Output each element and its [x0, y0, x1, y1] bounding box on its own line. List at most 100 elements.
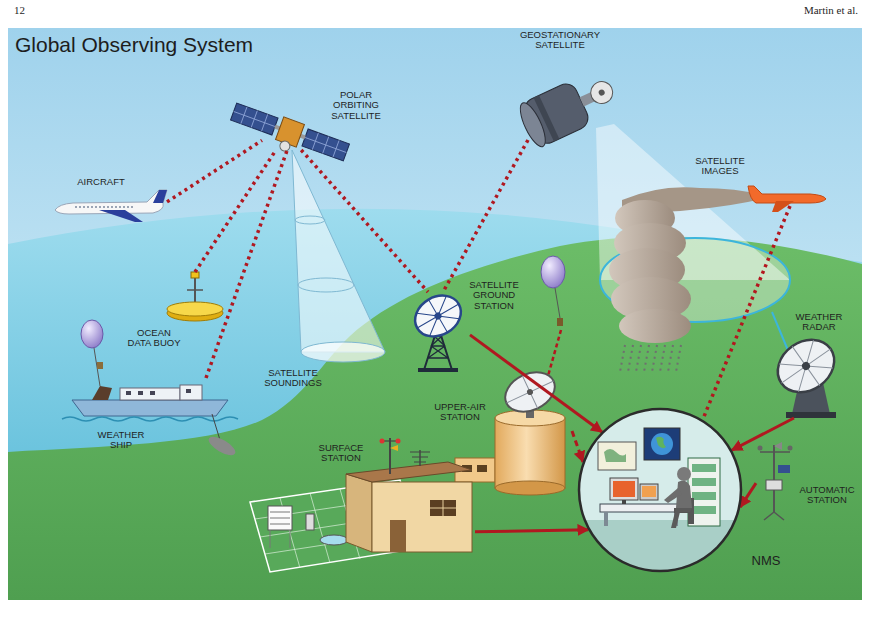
ground-station-icon	[408, 288, 469, 345]
ground-station-icon	[433, 311, 443, 321]
report-arrow	[572, 431, 583, 462]
aircraft-icon	[748, 186, 826, 212]
sounding-cone	[292, 150, 385, 352]
backdrop	[8, 28, 862, 600]
data-link-line	[703, 206, 790, 419]
report-arrow	[732, 418, 794, 450]
weather-radar-icon	[768, 329, 845, 403]
backdrop	[8, 209, 862, 600]
running-header-holder: Martin et al.	[758, 4, 858, 16]
aircraft: AIRCRAFT	[55, 190, 167, 224]
image-cone	[596, 124, 790, 322]
weather-balloon	[97, 362, 103, 369]
page-number: 12	[14, 4, 44, 16]
automatic-station-icon	[758, 446, 763, 451]
polar-satellite-icon	[302, 129, 350, 161]
surface-station-icon	[250, 438, 472, 572]
surface-station-icon	[380, 439, 385, 444]
data-link-line	[206, 150, 287, 378]
nms-outline	[579, 409, 741, 571]
weather-ship-icon	[62, 385, 238, 459]
weather-ship-icon	[126, 389, 191, 395]
sounding-cone	[292, 150, 385, 362]
automatic-station-icon	[760, 451, 790, 453]
backdrop	[8, 236, 862, 600]
automatic-station-icon	[774, 442, 782, 450]
surface-station-icon	[396, 439, 401, 444]
surface-station-icon	[430, 500, 456, 516]
automatic-station-icon	[764, 512, 784, 520]
aircraft-icon	[748, 186, 826, 203]
diagram-title: Global Observing System	[15, 32, 253, 57]
surface-station-icon	[410, 452, 430, 462]
ocean-buoy: OCEAN DATA BUOY	[165, 272, 225, 320]
upper-air-station-icon	[495, 418, 565, 488]
polar-satellite-icon	[276, 117, 305, 147]
station-label: NMS	[746, 554, 786, 568]
weather-balloon	[557, 318, 563, 326]
upper-air-station-icon	[499, 365, 561, 420]
polar-satellite-icon	[231, 103, 279, 135]
equipment-rack	[692, 464, 716, 472]
aircraft-icon	[75, 206, 133, 208]
polar-satellite: POLAR ORBITING SATELLITE	[262, 118, 318, 150]
automatic-station-icon	[758, 442, 793, 520]
station-label: POLAR ORBITING SATELLITE	[328, 90, 384, 121]
geostationary-satellite: GEOSTATIONARY SATELLITE	[520, 85, 600, 140]
monitor	[640, 484, 658, 500]
automatic-station-icon	[766, 480, 782, 490]
weather-radar-icon	[768, 329, 845, 403]
station-label: UPPER-AIR STATION	[432, 402, 488, 423]
running-header: Martin et al.	[758, 4, 858, 16]
equipment-rack	[688, 458, 720, 526]
station-label: AIRCRAFT	[73, 177, 129, 187]
wall-map	[598, 442, 636, 470]
upper-air-station-icon	[499, 365, 561, 420]
weather-radar-icon	[800, 360, 811, 371]
polar-satellite-icon	[231, 103, 279, 135]
globe-screen	[651, 433, 673, 455]
weather-ship: WEATHER SHIP	[70, 378, 230, 418]
sounding-cone	[298, 278, 354, 292]
equipment-rack	[692, 478, 716, 486]
nms-centre: NMS	[578, 408, 742, 572]
automatic-station: AUTOMATIC STATION	[756, 440, 792, 512]
equipment-rack	[692, 506, 716, 514]
automatic-station-icon	[773, 445, 775, 512]
operator-figure	[671, 508, 692, 528]
upper-air-station-icon	[455, 365, 565, 495]
weather-balloon	[81, 320, 103, 386]
sounding-label-holder: SATELLITE SOUNDINGS	[262, 368, 324, 389]
weather-ship-icon	[212, 414, 220, 440]
aircraft-icon	[55, 190, 167, 222]
globe-screen	[656, 437, 666, 448]
desk	[604, 512, 608, 526]
station-label: WEATHER SHIP	[95, 430, 147, 451]
equipment-rack	[692, 492, 716, 500]
monitor	[642, 486, 656, 497]
storm-cloud	[609, 187, 770, 372]
room-wall	[578, 408, 742, 572]
ocean-buoy-icon	[191, 272, 199, 278]
ground-station-icon	[428, 336, 448, 358]
geostationary-satellite-icon	[515, 66, 621, 150]
polar-satellite-icon	[278, 140, 291, 153]
surface-station-icon	[320, 535, 348, 545]
ocean-buoy-icon	[167, 272, 223, 321]
surface-station-icon	[346, 474, 372, 552]
title-holder: Global Observing System	[15, 32, 253, 57]
geostationary-satellite-icon	[515, 100, 550, 150]
operator-figure	[677, 467, 691, 481]
weather-ship-icon	[206, 433, 238, 458]
ocean-buoy-icon	[187, 289, 203, 291]
monitor	[622, 500, 626, 504]
data-link-line	[301, 150, 428, 292]
polar-satellite-icon	[302, 129, 350, 161]
station-label: WEATHER RADAR	[792, 312, 846, 333]
upper-air-station-icon	[526, 388, 534, 396]
weather-balloon	[541, 256, 565, 376]
upper-air-station-icon	[495, 481, 565, 495]
surface-station-icon	[390, 520, 406, 552]
